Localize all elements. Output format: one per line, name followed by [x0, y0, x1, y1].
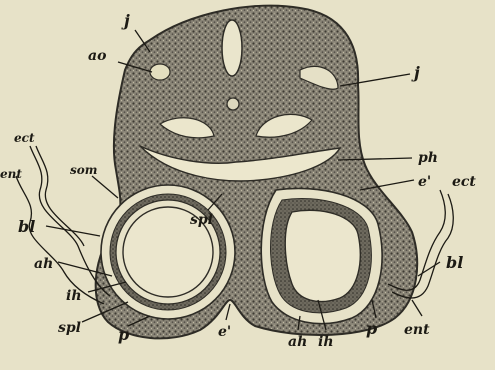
- leader-bl-left: [46, 226, 100, 236]
- label-ih-bottom: ih: [318, 334, 334, 350]
- label-p-left: p: [118, 325, 129, 344]
- label-ah-bottom: ah: [288, 334, 307, 350]
- label-j-right: j: [411, 63, 420, 82]
- right-heart-inner: [285, 210, 360, 301]
- label-j-top: j: [121, 11, 130, 30]
- label-ph: ph: [418, 150, 438, 166]
- label-bl-left: bl: [18, 217, 35, 236]
- label-som: som: [70, 163, 97, 177]
- label-ah-left: ah: [34, 256, 53, 272]
- leader-bl-right: [418, 262, 440, 276]
- neural-tube: [222, 20, 242, 76]
- entoderm-left-strand: [16, 176, 104, 304]
- aorta-left: [150, 64, 170, 80]
- leader-som: [92, 176, 118, 198]
- ectoderm-left-strand-2: [36, 146, 84, 246]
- label-p-right: p: [366, 319, 377, 338]
- label-e-prime-right: e': [418, 174, 431, 190]
- leader-ent-right: [412, 300, 422, 316]
- label-spl-center: spl: [190, 212, 213, 228]
- label-ao: ao: [88, 48, 106, 64]
- label-spl-bottom: spl: [58, 320, 81, 336]
- notochord: [227, 98, 239, 110]
- label-ent-right: ent: [404, 322, 430, 338]
- label-ect-right: ect: [452, 174, 476, 190]
- label-ih-left: ih: [66, 288, 82, 304]
- label-ect-left: ect: [14, 131, 35, 145]
- label-bl-right: bl: [446, 253, 463, 272]
- leader-e-prime-bottom: [226, 304, 230, 320]
- label-ent-left: ent: [0, 167, 22, 181]
- label-e-prime-bottom: e': [218, 324, 231, 340]
